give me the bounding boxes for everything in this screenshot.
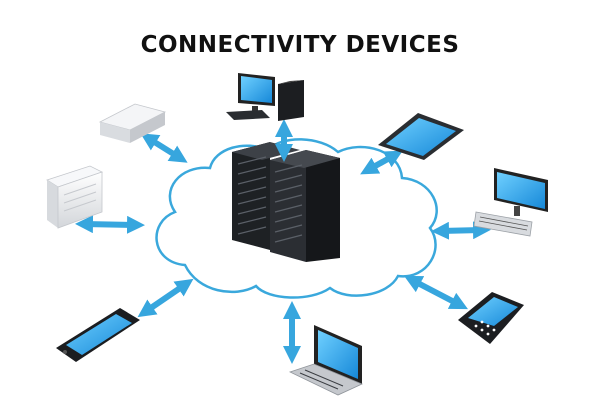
tower-server-icon (46, 165, 104, 229)
laptop-icon (288, 325, 363, 396)
double-arrow-icon (140, 133, 188, 163)
mobile-phone-icon (56, 308, 140, 362)
network-box-icon (98, 103, 167, 143)
smartphone-icon (458, 292, 524, 344)
monitor-keyboard-icon (473, 168, 548, 237)
double-arrow-icon (431, 221, 491, 240)
desktop-computer-icon (226, 73, 304, 121)
double-arrow-icon (404, 275, 468, 310)
double-arrow-icon (137, 278, 194, 318)
server-rack-icon (232, 142, 340, 262)
double-arrow-icon (360, 150, 403, 175)
diagram-title: CONNECTIVITY DEVICES (140, 32, 460, 58)
tablet-icon (378, 113, 464, 160)
double-arrow-icon (75, 215, 145, 234)
